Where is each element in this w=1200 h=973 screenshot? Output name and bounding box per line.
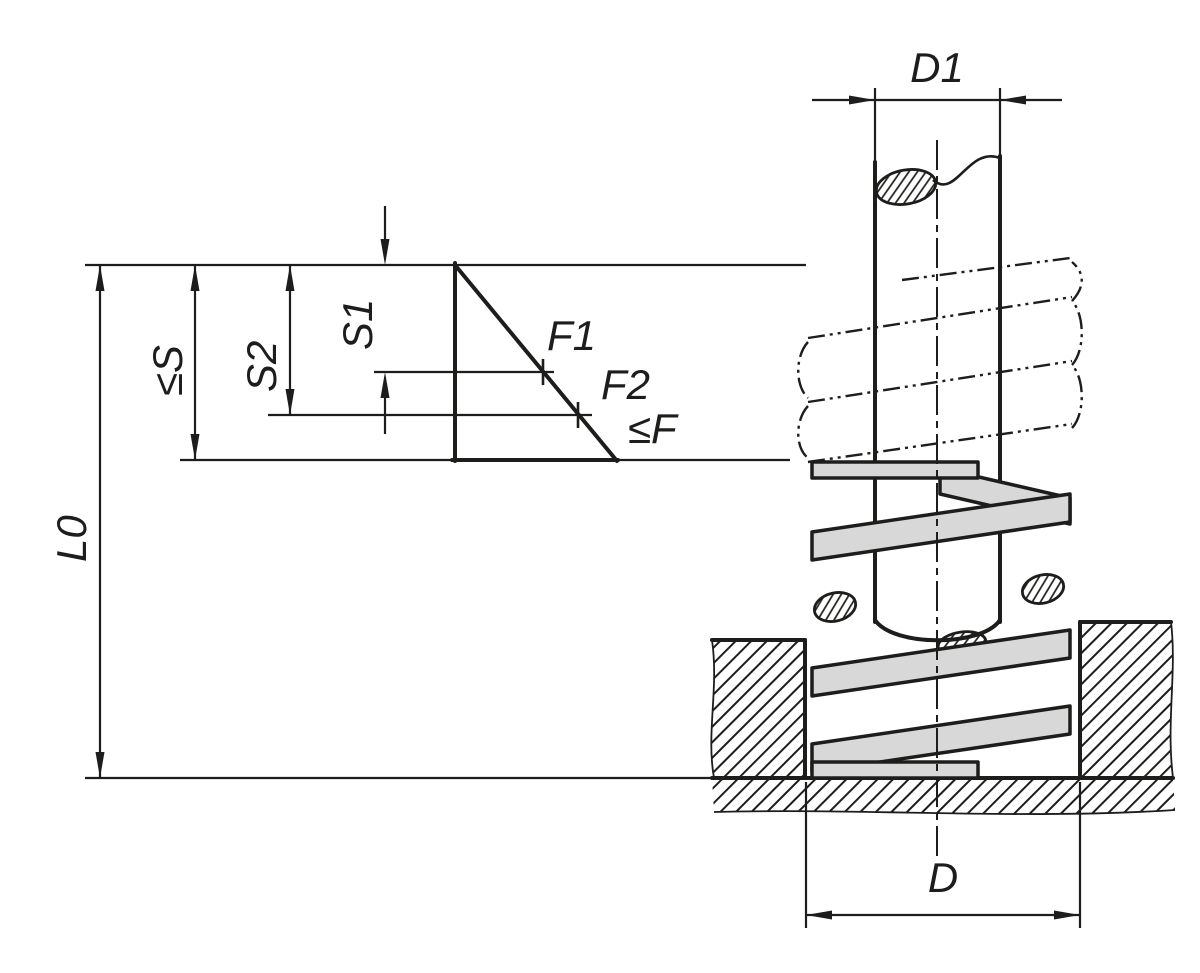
arrowhead	[285, 265, 295, 291]
wire-section	[1020, 573, 1066, 605]
phantom-coil	[807, 359, 1073, 404]
arrowhead	[849, 95, 875, 105]
phantom-coil	[807, 422, 1073, 464]
dimension-s2	[285, 265, 295, 415]
rod-break-curve	[932, 154, 1001, 186]
phantom-coil-wrap	[797, 341, 809, 399]
phantom-coil	[807, 295, 1073, 340]
dim-label-deflection-s1: S1	[334, 299, 381, 350]
break-line	[713, 809, 1176, 815]
arrowhead	[95, 265, 105, 291]
dimension-l0	[95, 265, 105, 778]
dim-label-free-length: L0	[48, 515, 95, 562]
housing-section	[710, 620, 1176, 815]
arrowhead	[1000, 95, 1026, 105]
coil-end-top	[810, 460, 980, 480]
arrowhead	[806, 910, 832, 920]
rod-break	[874, 154, 1001, 206]
dim-label-max-deflection: ≤S	[144, 345, 191, 396]
arrowhead	[380, 239, 390, 265]
dimension-s-max	[190, 265, 200, 460]
force-deflection-triangle	[450, 261, 620, 463]
break-line	[710, 639, 716, 779]
spring-free-length-phantom	[797, 256, 1083, 464]
reference-lines	[85, 263, 806, 780]
dim-label-deflection-s2: S2	[238, 341, 285, 392]
arrowhead	[95, 752, 105, 778]
rod-break-section	[874, 168, 938, 206]
coil-band	[810, 492, 1072, 562]
left-wall-hatch	[711, 640, 805, 778]
force-label-f1: F1	[547, 312, 596, 359]
dim-label-d1: D1	[910, 44, 964, 91]
arrowhead	[380, 372, 390, 398]
right-wall-hatch	[1080, 622, 1173, 778]
arrowhead	[285, 389, 295, 415]
arrowhead	[1054, 910, 1080, 920]
dimension-s1	[380, 206, 390, 434]
arrowhead	[190, 265, 200, 291]
phantom-coil	[901, 256, 1071, 282]
coil-end-bottom	[810, 760, 980, 780]
floor-hatch	[712, 778, 1175, 815]
force-label-f2: F2	[601, 361, 650, 408]
phantom-coil-wrap	[1071, 364, 1083, 429]
spring-compressed	[810, 460, 1072, 780]
coil-band	[810, 628, 1072, 698]
labels: D1 D L0 ≤S S2 S1 F1 F2 ≤F	[48, 44, 964, 901]
break-line	[1169, 621, 1174, 779]
arrowhead	[190, 434, 200, 460]
dimension-d1	[812, 88, 1062, 164]
phantom-coil-wrap	[1071, 300, 1083, 366]
phantom-coil-wrap	[797, 405, 809, 459]
dim-label-outer-diameter: D	[928, 854, 958, 901]
triangle-hypotenuse	[453, 263, 619, 463]
force-label-max-force: ≤F	[628, 405, 679, 452]
wire-section	[812, 591, 858, 623]
phantom-coil-wrap	[1071, 261, 1083, 302]
